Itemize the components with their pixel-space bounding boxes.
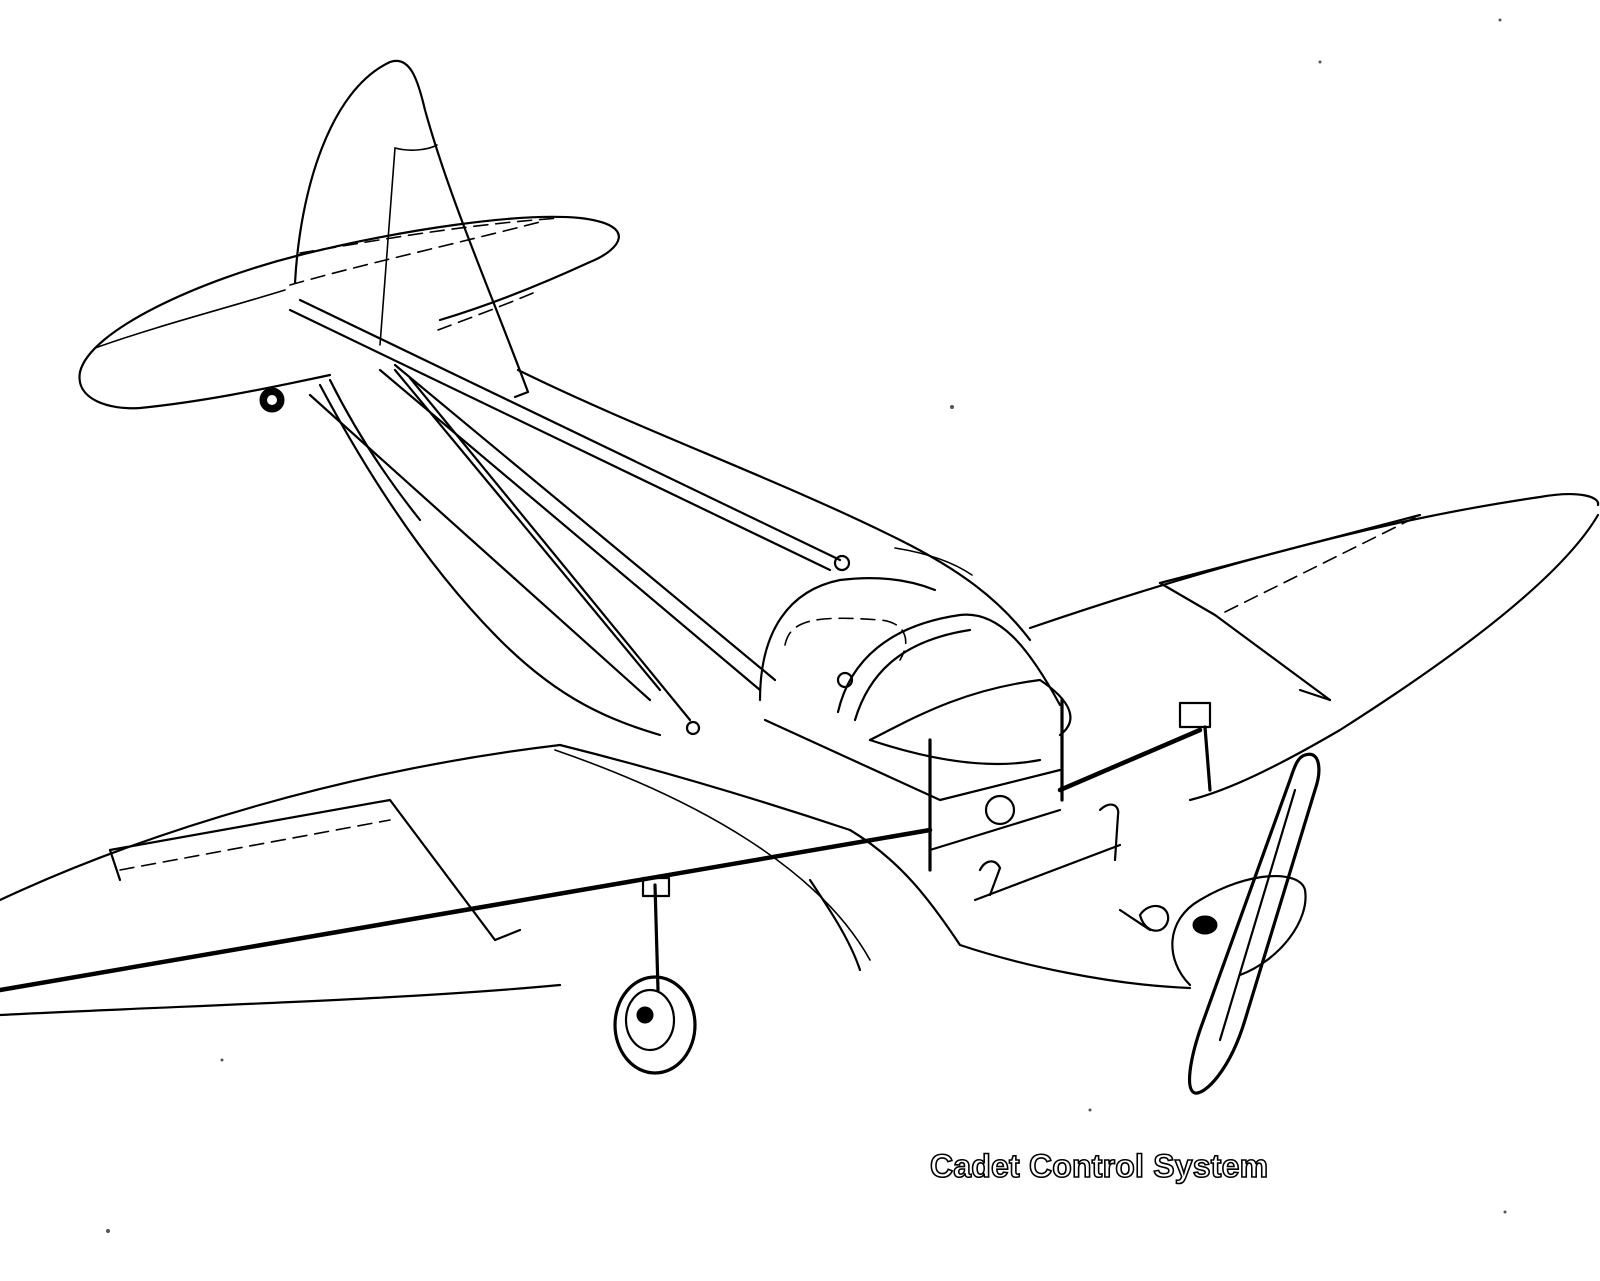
canopy — [758, 576, 1072, 766]
paper-specks — [106, 18, 1507, 1233]
aileron-linkage — [1178, 701, 1212, 792]
tail-wheel — [259, 387, 285, 413]
cockpit-controls — [685, 554, 1122, 902]
control-cables — [0, 298, 1203, 993]
wheel — [613, 975, 697, 1075]
spinner — [1192, 915, 1218, 935]
vertical-fin — [293, 59, 530, 399]
left-wing — [0, 743, 871, 1017]
control-wheel — [984, 794, 1016, 826]
diagram-caption: Cadet Control System — [929, 1147, 1269, 1185]
horizontal-stabilizer — [78, 215, 620, 410]
fuselage — [318, 368, 1192, 990]
main-landing-gear — [613, 876, 697, 1075]
engine-cowling — [1118, 875, 1307, 987]
propeller — [1188, 752, 1321, 1095]
right-wing — [1028, 493, 1600, 802]
